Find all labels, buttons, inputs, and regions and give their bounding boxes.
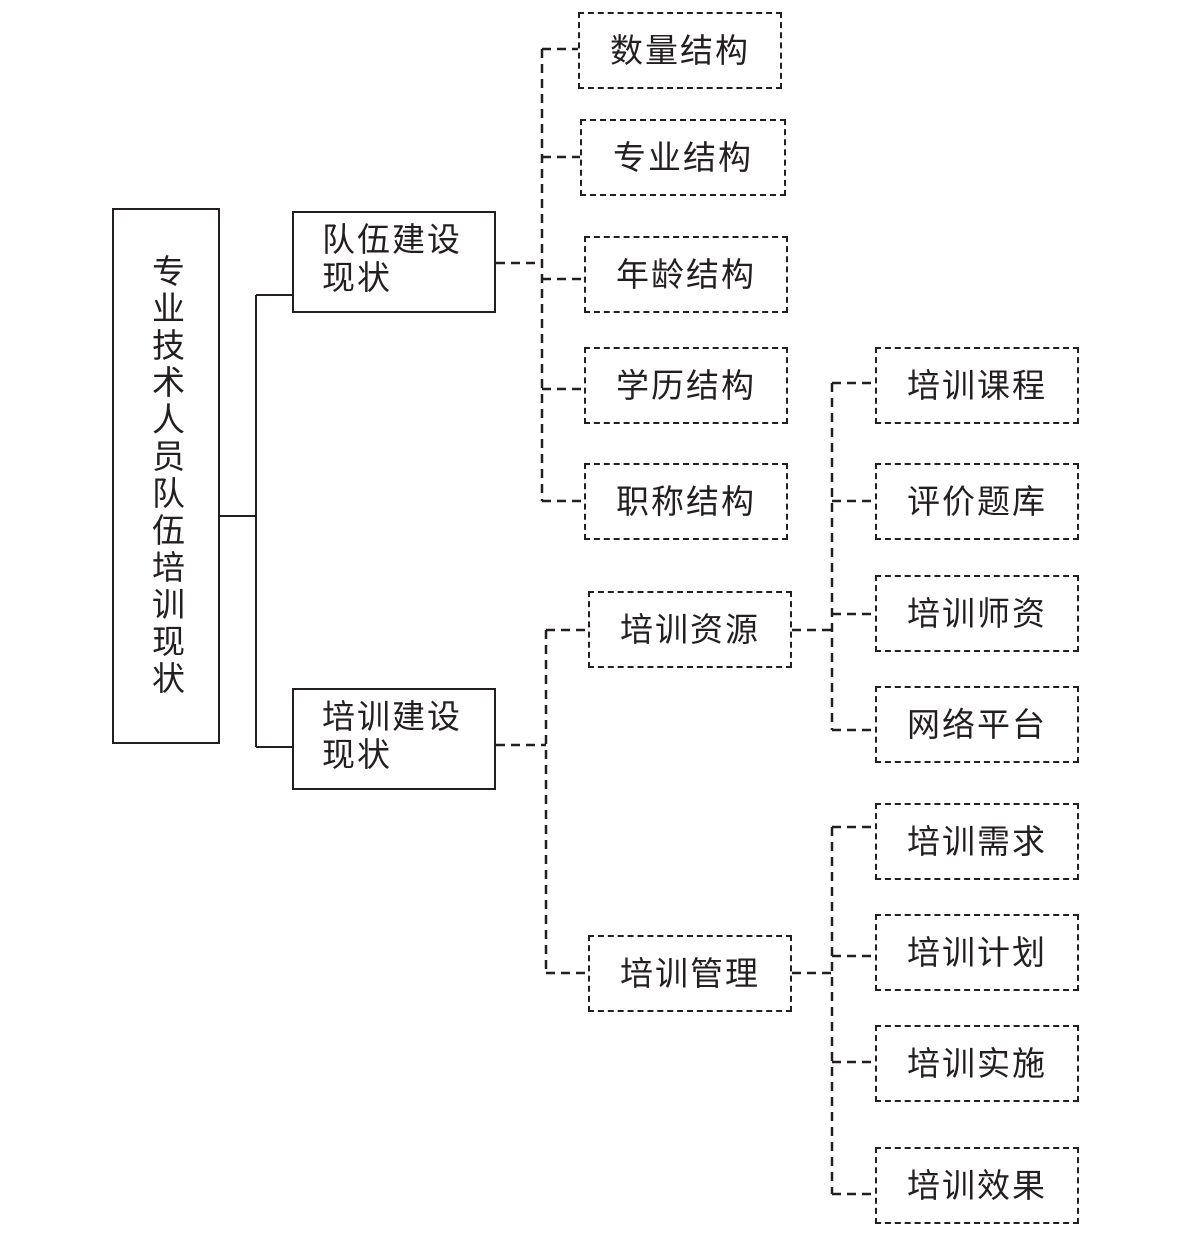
leaf-major-structure: 专业结构 [580, 119, 786, 196]
leaf-label: 评价题库 [907, 482, 1047, 521]
dashed-connectors [496, 47, 875, 1196]
leaf-label: 专业结构 [613, 138, 753, 177]
leaf-training-courses: 培训课程 [875, 347, 1079, 424]
leaf-label: 年龄结构 [616, 255, 756, 294]
branch-team-building-label: 队伍建设 现状 [322, 220, 462, 297]
root-node: 专业技术人员队伍培训现状 [112, 208, 220, 744]
solid-connectors [220, 294, 292, 748]
leaf-label: 数量结构 [610, 31, 750, 70]
leaf-label: 学历结构 [616, 366, 756, 405]
branch-training-building: 培训建设 现状 [292, 688, 496, 790]
leaf-label: 网络平台 [907, 705, 1047, 744]
leaf-label: 培训师资 [907, 594, 1047, 633]
leaf-quantity-structure: 数量结构 [578, 12, 782, 89]
root-node-label: 专业技术人员队伍培训现状 [146, 254, 186, 698]
leaf-training-plan: 培训计划 [875, 914, 1079, 991]
node-label: 培训资源 [620, 610, 760, 649]
leaf-evaluation-question-bank: 评价题库 [875, 463, 1079, 540]
leaf-network-platform: 网络平台 [875, 686, 1079, 763]
node-training-resources: 培训资源 [588, 591, 792, 668]
leaf-title-structure: 职称结构 [584, 463, 788, 540]
leaf-label: 培训计划 [907, 933, 1047, 972]
leaf-training-needs: 培训需求 [875, 803, 1079, 880]
leaf-age-structure: 年龄结构 [584, 236, 788, 313]
leaf-training-implementation: 培训实施 [875, 1025, 1079, 1102]
branch-team-building: 队伍建设 现状 [292, 211, 496, 313]
branch-training-building-label: 培训建设 现状 [322, 697, 462, 774]
node-training-management: 培训管理 [588, 935, 792, 1012]
leaf-label: 培训需求 [907, 822, 1047, 861]
leaf-education-structure: 学历结构 [584, 347, 788, 424]
node-label: 培训管理 [620, 954, 760, 993]
leaf-training-effect: 培训效果 [875, 1147, 1079, 1224]
leaf-training-teachers: 培训师资 [875, 575, 1079, 652]
leaf-label: 培训课程 [907, 366, 1047, 405]
leaf-label: 职称结构 [616, 482, 756, 521]
leaf-label: 培训效果 [907, 1166, 1047, 1205]
leaf-label: 培训实施 [907, 1044, 1047, 1083]
